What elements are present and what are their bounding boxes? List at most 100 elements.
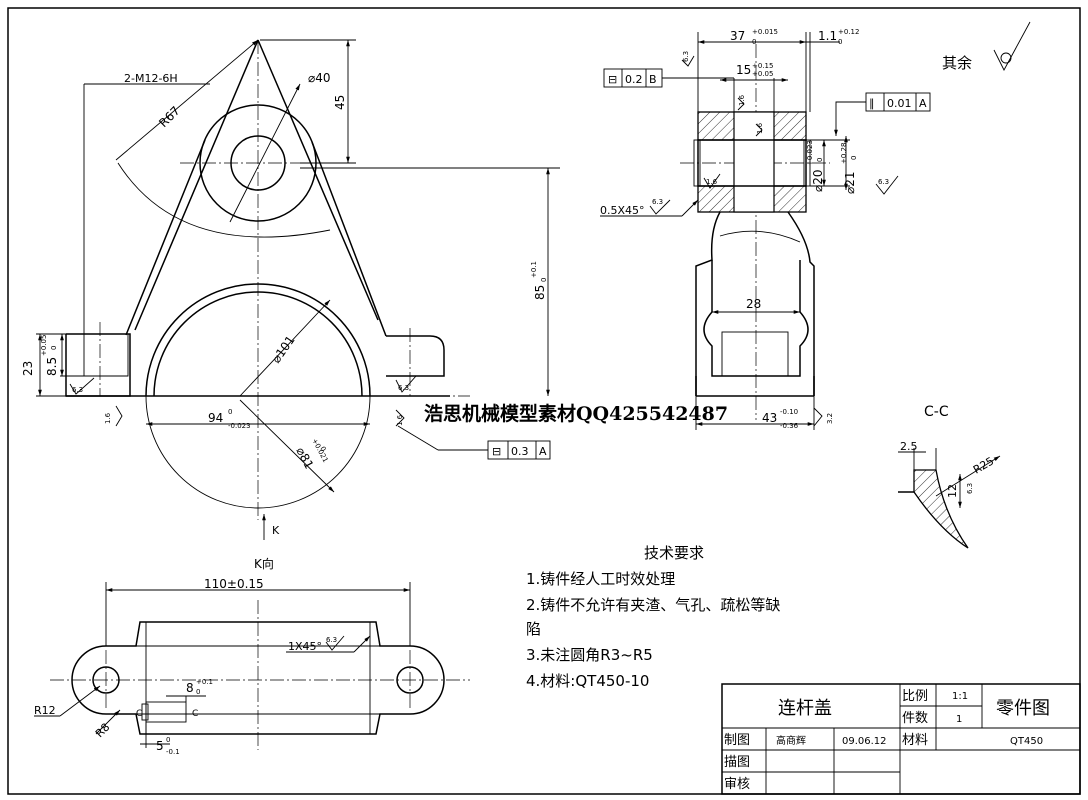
k-radius-r8: R8	[93, 721, 113, 741]
qty-value: 1	[956, 714, 962, 725]
dia-20: ⌀20	[811, 170, 825, 193]
dim-45: 45	[333, 95, 347, 110]
k-view-label: K向	[254, 556, 274, 571]
dim-8-5: 8.5	[45, 357, 59, 376]
cc-dim-2-5: 2.5	[900, 440, 918, 453]
dim-94: 94	[208, 411, 223, 425]
dim-85-tol-low: 0	[540, 278, 548, 282]
qty-label: 件数	[902, 711, 928, 726]
dim-1-1-tol-low: 0	[838, 38, 842, 46]
drawn-date: 09.06.12	[842, 736, 887, 747]
rest-surface-label: 其余	[942, 54, 972, 72]
rough-1-6-left: 1.6	[104, 412, 112, 424]
title-block: 连杆盖 比例 1:1 件数 1 零件图 材料 QT450 制图 高商辉 09.0…	[721, 683, 1081, 795]
tech-req-item-2b: 陷	[526, 620, 541, 638]
k-rough: 6.3	[326, 636, 337, 644]
dia-20-tol-low: 0	[816, 158, 824, 162]
rough-1-6-right: 1.6	[396, 414, 404, 426]
k-dim-8-tol: +0.1	[196, 678, 213, 686]
k-dim-110: 110±0.15	[204, 577, 264, 591]
drawing-type: 零件图	[996, 698, 1050, 719]
k-dim-8: 8	[186, 681, 194, 695]
dim-15-tol-low: +0.05	[752, 70, 773, 78]
rough-6-3-right: 6.3	[398, 384, 409, 392]
rough-3-2: 3.2	[826, 413, 834, 424]
dia-21: ⌀21	[843, 172, 857, 195]
dim-85: 85	[533, 285, 547, 300]
dim-15: 15	[736, 63, 751, 77]
cc-rough: 6.3	[966, 483, 974, 494]
watermark-text: 浩思机械模型素材QQ425542487	[424, 402, 728, 425]
dim-43: 43	[762, 411, 777, 425]
drawn-by: 高商辉	[776, 734, 806, 747]
thread-label: 2-M12-6H	[124, 72, 178, 85]
symmetry-symbol: ⊟	[608, 73, 617, 86]
dim-8-5-tol-low: 0	[50, 346, 58, 350]
dim-1-1: 1.1	[818, 29, 837, 43]
dia-20-tol: +0.023	[806, 140, 814, 166]
front-view: 2-M12-6H R67 ⌀40 45 85 +0.1 0 23 8.5 +0.…	[21, 39, 560, 540]
dim-43-tol-up: -0.10	[780, 408, 798, 416]
dim-37: 37	[730, 29, 745, 43]
dim-94-tol-up: 0	[228, 408, 232, 416]
tech-req-item-1: 1.铸件经人工时效处理	[526, 570, 675, 588]
k-dim-5-tol-up: 0	[166, 736, 170, 744]
rest-surface-symbol: 其余	[942, 21, 1031, 72]
dia-101: ⌀101	[269, 333, 298, 366]
radius-r67: R67	[156, 104, 183, 131]
dim-43-tol-low: -0.36	[780, 422, 799, 430]
flatness-symbol: ⊟	[492, 445, 501, 458]
k-c-mark-right: C	[192, 709, 198, 719]
checked-label: 审核	[724, 777, 750, 792]
tech-requirements: 技术要求 1.铸件经人工时效处理 2.铸件不允许有夹渣、气孔、疏松等缺 陷 3.…	[526, 544, 780, 690]
dia-81: ⌀81	[293, 445, 316, 471]
cc-dim-12: 12	[946, 484, 959, 498]
dim-37-tol-low: 0	[752, 38, 756, 46]
dim-23: 23	[21, 361, 35, 376]
dim-94-tol-low: -0.023	[228, 422, 251, 430]
scale-value: 1:1	[952, 691, 968, 702]
part-name: 连杆盖	[778, 698, 832, 719]
dim-85-tol: +0.1	[530, 261, 538, 278]
rough-1-6-c: 1.6	[706, 178, 718, 186]
tech-req-item-3: 3.未注圆角R3~R5	[526, 646, 653, 664]
cc-radius-r25: R25	[971, 455, 996, 477]
parallel-value: 0.01	[887, 97, 912, 110]
dim-8-5-tol: +0.05	[40, 335, 48, 356]
tech-req-item-4: 4.材料:QT450-10	[526, 672, 649, 690]
symmetry-datum: B	[649, 73, 657, 86]
k-dim-8-tol-low: 0	[196, 688, 200, 696]
rough-6-3-right-side: 6.3	[878, 178, 889, 186]
side-view: 37 +0.015 0 1.1 +0.12 0 6.3 15 +0.15 +0.…	[600, 28, 931, 430]
sheet-border	[7, 7, 1081, 795]
drawn-label: 制图	[724, 733, 750, 748]
dia-40: ⌀40	[308, 71, 331, 85]
k-radius-r12: R12	[34, 704, 56, 717]
chamfer-label: 0.5X45°	[600, 204, 645, 217]
material-label: 材料	[902, 733, 928, 748]
dim-1-1-tol: +0.12	[838, 28, 859, 36]
tech-req-title: 技术要求	[644, 544, 704, 562]
rough-6-3-top: 6.3	[682, 51, 690, 62]
k-dim-5: 5	[156, 739, 164, 753]
rough-1-6-b: 1.6	[756, 122, 764, 134]
parallel-symbol: ∥	[869, 97, 875, 110]
k-c-mark-left: C	[136, 709, 142, 719]
dia-21-tol: +0.28	[840, 143, 848, 164]
flatness-value: 0.3	[511, 445, 529, 458]
dim-37-tol: +0.015	[752, 28, 778, 36]
k-arrow-label: K	[272, 524, 280, 537]
rough-chamfer: 6.3	[652, 198, 663, 206]
k-chamfer: 1X45°	[288, 640, 322, 653]
scale-label: 比例	[902, 689, 928, 704]
k-view: K向 110±0.15 1X45° 6.3 C C 8 +0.1 0 5 0	[34, 556, 470, 756]
tech-req-item-2: 2.铸件不允许有夹渣、气孔、疏松等缺	[526, 596, 780, 614]
k-dim-5-tol-low: -0.1	[166, 748, 180, 756]
parallel-datum: A	[919, 97, 927, 110]
dia-81-tol-low: 0	[318, 445, 327, 453]
rough-6-3-left: 6.3	[72, 386, 83, 394]
section-cc-label: C-C	[924, 404, 949, 420]
dim-28: 28	[746, 297, 761, 311]
rough-1-6-a: 1.6	[738, 94, 746, 106]
